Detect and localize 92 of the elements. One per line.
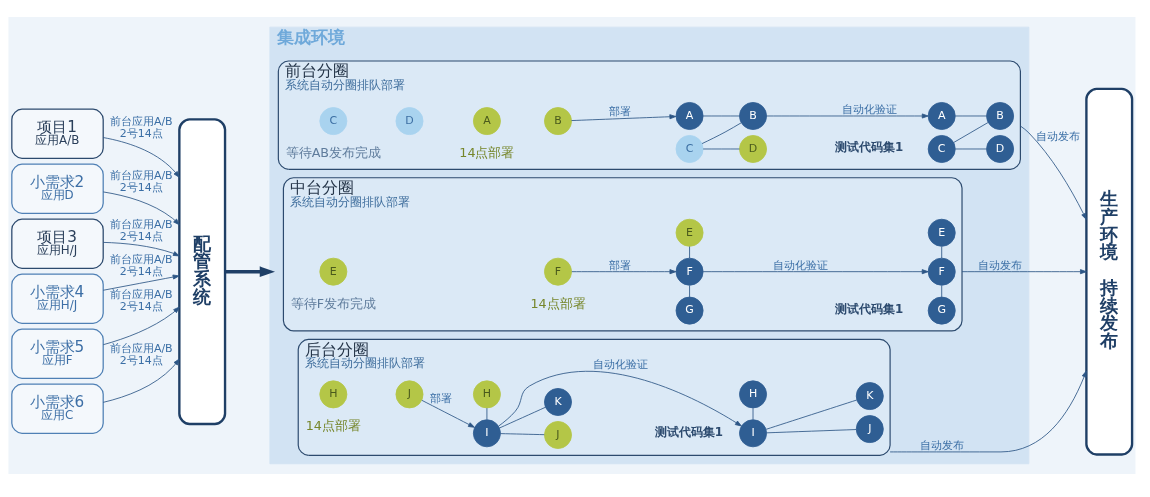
node-circle: J xyxy=(544,421,572,449)
arrow xyxy=(102,137,180,178)
edge-label: 自动发布 xyxy=(978,258,1023,272)
connector xyxy=(766,429,857,434)
edge-label: 前台应用A/B 2号14点 xyxy=(109,218,173,243)
node-circle: D xyxy=(986,135,1015,163)
connector xyxy=(702,115,740,117)
edge-label: 前台应用A/B 2号14点 xyxy=(109,342,173,368)
node-circle: B xyxy=(986,102,1015,130)
node-circle: C xyxy=(675,135,704,163)
connector xyxy=(953,122,989,143)
arrow xyxy=(498,370,742,427)
edge-label: 自动化验证 xyxy=(842,102,898,116)
node-circle: F xyxy=(675,257,704,286)
node-label: 等待AB发布完成 xyxy=(285,145,382,161)
connector xyxy=(701,122,742,144)
node-box: 项目1 应用A/B xyxy=(11,108,104,159)
edge-label: 前台应用A/B 2号14点 xyxy=(109,168,173,194)
node-circle: I xyxy=(472,419,501,448)
label: 测试代码集1 xyxy=(654,424,724,439)
arrow xyxy=(766,113,929,119)
node-box: 小需求6 应用C xyxy=(11,383,104,434)
node-circle: F xyxy=(544,257,572,286)
node-circle: F xyxy=(927,257,956,286)
node-box: 配管系统 xyxy=(178,118,227,426)
edge-label: 自动化验证 xyxy=(592,358,648,372)
node-label: 14点部署 xyxy=(459,145,515,161)
edge-label: 自动发布 xyxy=(919,438,964,452)
node-circle: B xyxy=(739,102,767,130)
label: 测试代码集1 xyxy=(835,301,904,316)
arrow xyxy=(102,191,180,226)
arrow xyxy=(225,266,275,278)
node-box: 小需求2 应用D xyxy=(11,163,104,214)
connector xyxy=(955,148,987,150)
node-circle: B xyxy=(544,107,572,136)
connector xyxy=(941,246,943,259)
node-box: 项目3 应用H/J xyxy=(11,218,104,269)
edge-label: 部署 xyxy=(609,258,632,272)
node-circle: K xyxy=(544,388,572,416)
connector xyxy=(955,115,987,117)
connector xyxy=(752,407,754,421)
connector xyxy=(689,246,690,259)
connector xyxy=(941,285,943,298)
node-circle: I xyxy=(739,419,767,448)
node-circle: H xyxy=(472,380,501,409)
edge-label: 自动化验证 xyxy=(772,258,828,272)
edge-label: 前台应用A/B 2号14点 xyxy=(109,252,173,278)
node-box: 小需求5 应用F xyxy=(11,328,104,379)
node-circle: J xyxy=(395,380,424,409)
node-circle: C xyxy=(927,135,956,163)
node-circle: G xyxy=(927,296,956,325)
node-circle: D xyxy=(739,135,767,163)
node-circle: H xyxy=(319,380,348,409)
arrow xyxy=(102,358,180,403)
node-circle: G xyxy=(675,296,704,325)
node-circle: D xyxy=(395,107,424,136)
node-circle: A xyxy=(675,102,704,130)
arrow xyxy=(102,306,180,346)
node-circle: E xyxy=(927,218,956,247)
node-label: 14点部署 xyxy=(305,418,361,434)
edge-label: 部署 xyxy=(429,392,452,406)
arrow xyxy=(1019,125,1087,220)
edge-label: 部署 xyxy=(609,104,632,118)
connector xyxy=(500,433,545,436)
arrow xyxy=(702,269,929,275)
node-circle: C xyxy=(319,107,348,136)
arrow xyxy=(421,399,475,428)
connector xyxy=(499,406,546,429)
connector xyxy=(486,407,488,421)
arrow xyxy=(571,269,677,275)
node-box: 生产环境 持续发布 xyxy=(1085,87,1134,456)
arrow xyxy=(102,274,180,291)
label: 测试代码集1 xyxy=(835,140,904,155)
arrow xyxy=(102,241,180,257)
node-circle: E xyxy=(675,218,704,247)
edge-label: 前台应用A/B 2号14点 xyxy=(109,114,173,140)
node-circle: H xyxy=(739,380,767,409)
connector xyxy=(765,399,858,430)
node-label: 等待F发布完成 xyxy=(290,295,376,311)
arrow xyxy=(889,370,1087,453)
arrow xyxy=(571,114,677,121)
node-circle: E xyxy=(319,257,348,286)
node-label: 14点部署 xyxy=(530,295,586,311)
edge-label: 前台应用A/B 2号14点 xyxy=(109,288,173,314)
node-circle: A xyxy=(472,107,501,136)
arrow xyxy=(961,269,1087,275)
node-box: 小需求4 应用H/J xyxy=(11,273,104,324)
edge-label: 自动发布 xyxy=(1035,130,1080,144)
connector xyxy=(689,285,690,298)
node-circle: K xyxy=(855,382,884,411)
node-circle: J xyxy=(855,415,884,444)
node-circle: A xyxy=(927,102,956,130)
